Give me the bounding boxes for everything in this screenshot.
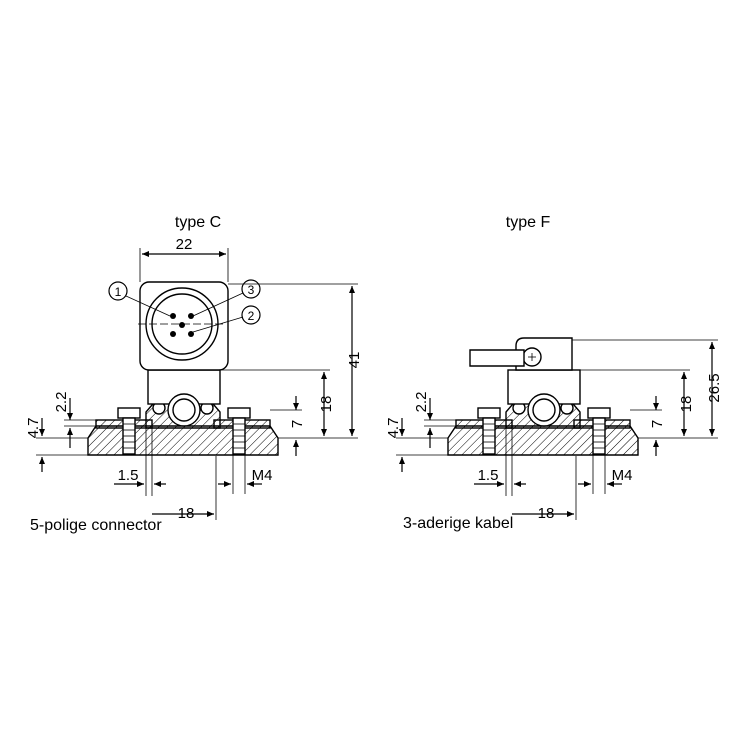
dim-22: 22	[176, 236, 193, 253]
dim-m4: M4	[252, 467, 273, 484]
dim-26-5: 26.5	[706, 373, 723, 402]
dim-2-2: 2.2	[53, 392, 70, 413]
pin-callout-2: 2	[192, 305, 261, 333]
svg-text:3: 3	[248, 283, 255, 297]
title-type-c: type C	[175, 214, 221, 231]
dim-4-7-right: 4.7	[385, 418, 402, 439]
connector-pins	[170, 313, 194, 337]
caption-type-f: 3-aderige kabel	[403, 515, 513, 532]
dim-7: 7	[289, 420, 306, 428]
screw-left-a	[117, 407, 141, 455]
screw-right-a	[477, 407, 501, 455]
pin-callout-3: 3	[192, 279, 261, 317]
dim-7-right: 7	[649, 420, 666, 428]
view-type-c: type C	[25, 214, 363, 534]
dim-2-2-right: 2.2	[413, 392, 430, 413]
screw-left-b	[227, 407, 251, 455]
dim-1-5-right: 1.5	[478, 467, 499, 484]
dim-1-5: 1.5	[118, 467, 139, 484]
dim-m4-right: M4	[612, 467, 633, 484]
screw-right-b	[587, 407, 611, 455]
cable	[469, 349, 525, 367]
view-type-f: type F	[385, 214, 723, 532]
dim-18-horizontal: 18	[178, 505, 195, 522]
pin-callout-1: 1	[108, 281, 171, 317]
base-plate-right	[447, 425, 639, 456]
dim-18-vertical-right: 18	[678, 396, 695, 413]
dim-18-vertical: 18	[318, 396, 335, 413]
caption-type-c: 5-polige connector	[30, 517, 162, 534]
svg-text:2: 2	[248, 309, 255, 323]
svg-text:1: 1	[115, 285, 122, 299]
base-plate-left	[87, 425, 279, 456]
dim-4-7: 4.7	[25, 418, 42, 439]
dim-41: 41	[346, 352, 363, 369]
dim-18-horizontal-right: 18	[538, 505, 555, 522]
title-type-f: type F	[506, 214, 551, 231]
